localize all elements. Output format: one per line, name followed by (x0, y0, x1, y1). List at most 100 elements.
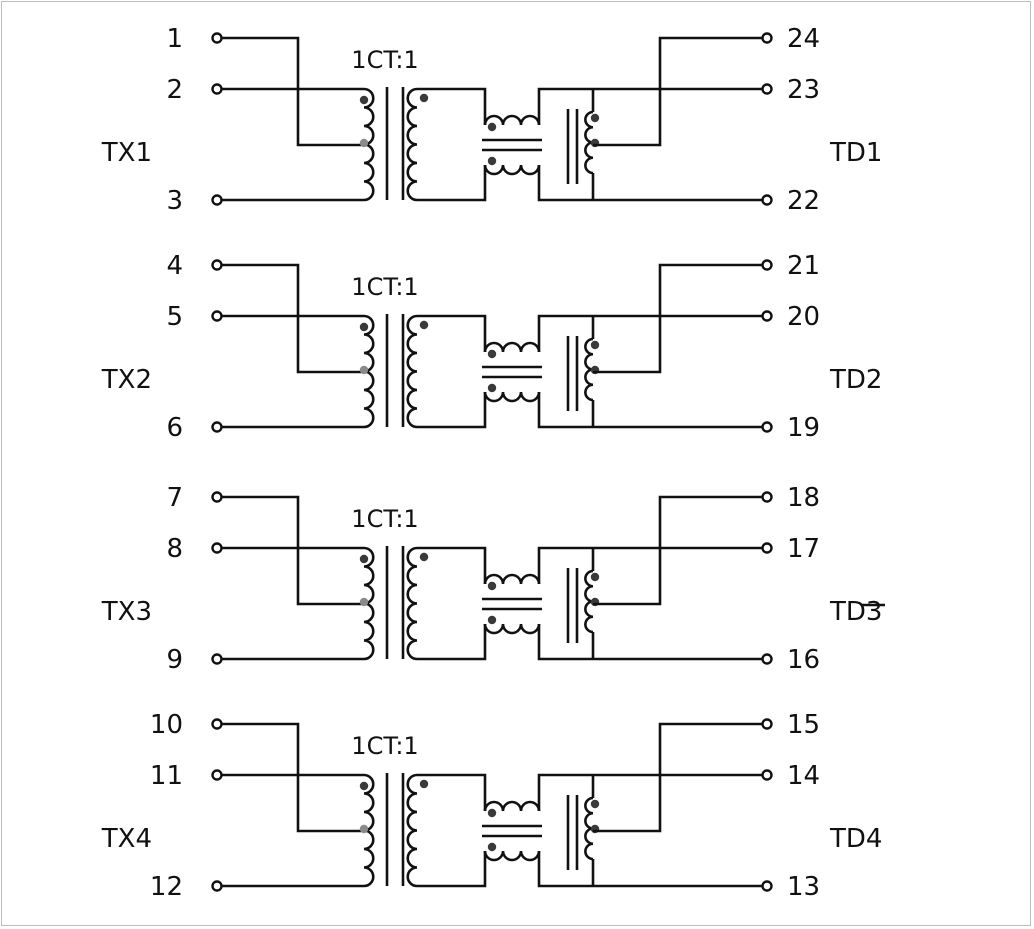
pin-label: 14 (787, 761, 820, 791)
pin-terminal (761, 83, 773, 95)
pin-label: 17 (787, 534, 820, 564)
choke-bottom-left-wire (417, 392, 487, 429)
polarity-dot (419, 93, 429, 103)
secondary-coil (406, 546, 418, 661)
polarity-dot (487, 615, 497, 625)
pin-terminal (211, 259, 223, 271)
choke-bottom-right-wire (537, 392, 593, 429)
pin-label: 23 (787, 75, 820, 105)
pin-terminal (761, 259, 773, 271)
choke-coil-bottom (483, 164, 541, 176)
pin-terminal (761, 718, 773, 730)
pin-label: 13 (787, 872, 820, 902)
pin-terminal (761, 310, 773, 322)
center-tap-out-wire (593, 263, 762, 374)
pin-terminal (761, 880, 773, 892)
tx-label: TX3 (101, 597, 152, 627)
pin-terminal (761, 542, 773, 554)
choke-coil-bottom (483, 391, 541, 403)
pin-terminal (761, 194, 773, 206)
polarity-dot (487, 383, 497, 393)
choke-coil-bottom (483, 623, 541, 635)
center-tap-dot (359, 824, 369, 834)
polarity-dot (487, 842, 497, 852)
turns-ratio-label: 1CT:1 (351, 732, 418, 760)
polarity-dot (359, 554, 369, 564)
pin-label: 19 (787, 413, 820, 443)
choke-bottom-right-wire (537, 851, 593, 888)
pin-label: 1 (166, 24, 183, 54)
pin-label: 22 (787, 186, 820, 216)
polarity-dot (590, 799, 600, 809)
choke-bottom-right-wire (537, 624, 593, 661)
pin-label: 11 (150, 761, 183, 791)
pin-label: 9 (166, 645, 183, 675)
channel-4: 10 11 12 15 14 13 TX4 TD4 1CT:1 (101, 710, 883, 902)
choke-top-left-wire (417, 546, 487, 584)
pin-terminal (211, 769, 223, 781)
pin-label: 15 (787, 710, 820, 740)
polarity-dot (590, 572, 600, 582)
center-tap-dot (359, 365, 369, 375)
choke-coil-top (483, 114, 541, 126)
pin-terminal (211, 491, 223, 503)
choke-coil-top (483, 573, 541, 585)
pin-terminal (761, 32, 773, 44)
turns-ratio-label: 1CT:1 (351, 505, 418, 533)
pin-label: 20 (787, 302, 820, 332)
choke-coil-bottom (483, 850, 541, 862)
tx-label: TX4 (101, 824, 152, 854)
pin-terminal (211, 653, 223, 665)
polarity-dot (359, 95, 369, 105)
tx-label: TX1 (101, 138, 152, 168)
pin-label: 4 (166, 251, 183, 281)
choke-top-right-wire (537, 314, 593, 352)
pin-label: 16 (787, 645, 820, 675)
choke-top-right-wire (537, 773, 593, 811)
pin-label: 6 (166, 413, 183, 443)
td-label: TD1 (829, 138, 882, 168)
pin-label: 7 (166, 483, 183, 513)
polarity-dot (487, 581, 497, 591)
center-tap-wire (222, 722, 364, 833)
pin-label: 12 (150, 872, 183, 902)
polarity-dot (590, 113, 600, 123)
choke-bottom-left-wire (417, 165, 487, 202)
pin-terminal (211, 194, 223, 206)
secondary-coil (406, 773, 418, 888)
center-tap-out-wire (593, 36, 762, 147)
choke-bottom-left-wire (417, 624, 487, 661)
center-tap-wire (222, 36, 364, 147)
pin-terminal (211, 32, 223, 44)
choke-coil-top (483, 341, 541, 353)
choke-bottom-left-wire (417, 851, 487, 888)
choke-coil-top (483, 800, 541, 812)
pin-terminal (211, 83, 223, 95)
center-tap-dot (359, 138, 369, 148)
pin-terminal (211, 542, 223, 554)
secondary-coil (406, 314, 418, 429)
pin-label: 24 (787, 24, 820, 54)
pin-terminal (761, 769, 773, 781)
td-label: TD4 (829, 824, 882, 854)
pin-label: 5 (166, 302, 183, 332)
polarity-dot (359, 322, 369, 332)
choke-top-right-wire (537, 546, 593, 584)
polarity-dot (487, 156, 497, 166)
tx-label: TX2 (101, 365, 152, 395)
polarity-dot (419, 779, 429, 789)
polarity-dot (590, 340, 600, 350)
pin-terminal (761, 491, 773, 503)
pin-label: 21 (787, 251, 820, 281)
center-tap-dot (359, 597, 369, 607)
pin-terminal (761, 653, 773, 665)
pin-terminal (211, 421, 223, 433)
center-tap-wire (222, 263, 364, 374)
pin-label: 10 (150, 710, 183, 740)
